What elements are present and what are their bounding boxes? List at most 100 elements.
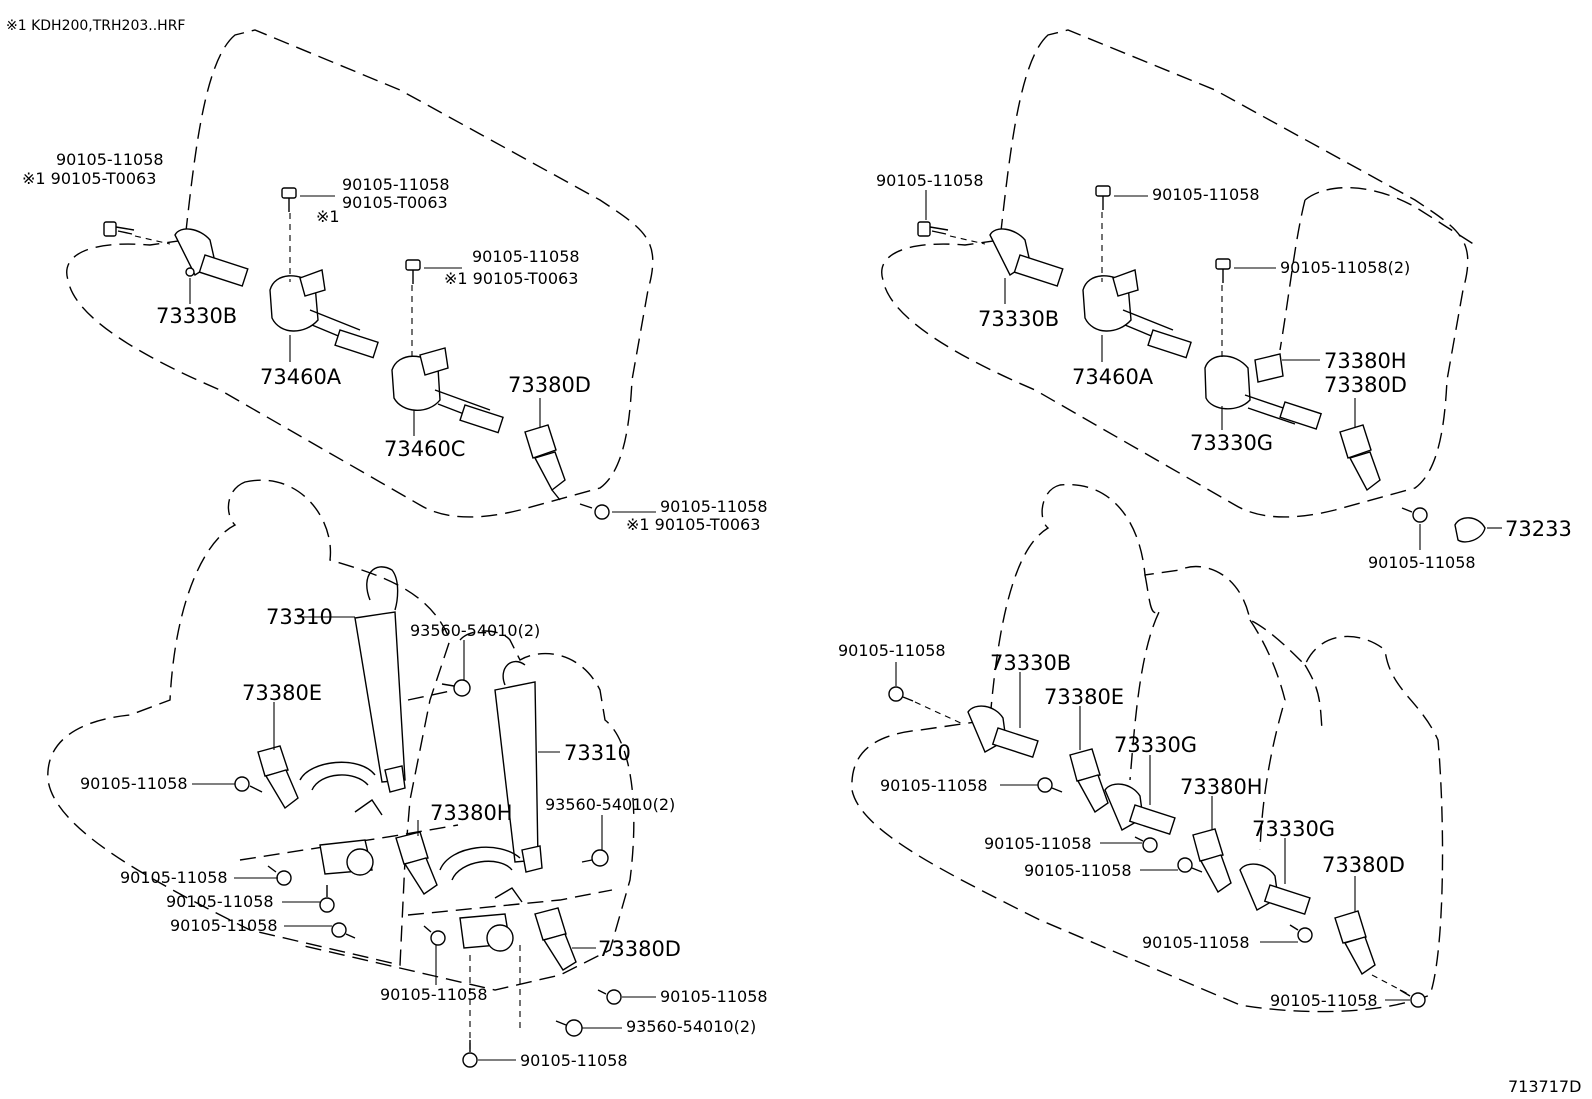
part-73380e: 73380E [242, 681, 322, 705]
bolt-icon [319, 885, 335, 913]
bolt-icon [888, 686, 914, 702]
part-r-73330g: 73330G [1190, 431, 1273, 455]
callout-bolt-c: 90105-11058 [166, 892, 274, 911]
part-73310-right: 73310 [564, 741, 631, 765]
right-rear-seat-group: 90105-11058 90105-11058 90105-11058(2) 9… [876, 29, 1572, 572]
bolt-icon [1134, 836, 1158, 853]
callout-bolt-right-b: ※1 90105-T0063 [444, 269, 578, 288]
buckle-73330g-mid2-icon [1239, 863, 1311, 916]
footer-code: 713717D [1508, 1077, 1581, 1096]
part-73310-left: 73310 [266, 605, 333, 629]
callout-bolt-center-b: 90105-T0063 [342, 193, 448, 212]
seat-belt-73310-left-icon [299, 566, 406, 876]
callout-m-bolt-d: 90105-11058 [1024, 861, 1132, 880]
part-73330b: 73330B [156, 304, 237, 328]
part-r-73233: 73233 [1505, 517, 1572, 541]
bolt-icon [441, 679, 471, 697]
callout-bolt-g: 90105-11058 [520, 1051, 628, 1070]
callout-r-bolt-b: 90105-11058 [1152, 185, 1260, 204]
callout-bolt-d: 90105-11058 [170, 916, 278, 935]
cover-73233-icon [1454, 517, 1486, 543]
part-73380d: 73380D [508, 373, 591, 397]
retractor-73330g-right-icon [1204, 353, 1323, 430]
bolt-icon [405, 259, 421, 284]
part-m-73380d: 73380D [1322, 853, 1405, 877]
part-73460c: 73460C [384, 437, 465, 461]
callout-m-bolt-c: 90105-11058 [984, 834, 1092, 853]
buckle-73380d-front-icon [534, 907, 577, 971]
callout-bolt-outer-a: 90105-11058 [56, 150, 164, 169]
bolt-icon [1177, 857, 1203, 873]
bolt-icon [423, 925, 446, 946]
callout-r-bolt-c: 90105-11058(2) [1280, 258, 1410, 277]
bolt-icon [1215, 258, 1231, 283]
callout-m-bolt-b: 90105-11058 [880, 776, 988, 795]
buckle-73380d-icon [524, 424, 566, 501]
part-73460a: 73460A [260, 365, 342, 389]
part-r-73380d: 73380D [1324, 373, 1407, 397]
bolt-icon [1095, 185, 1111, 210]
callout-m-bolt-f: 90105-11058 [1270, 991, 1378, 1010]
callout-clip-top: 93560-54010(2) [410, 621, 540, 640]
right-middle-seat-group: 73330B 73380E 73330G 73380H 73330G 73380… [838, 483, 1444, 1013]
callout-r-bolt-d: 90105-11058 [1368, 553, 1476, 572]
bolt-icon [331, 922, 356, 939]
buckle-73380e-mid-icon [1069, 748, 1109, 814]
bolt-icon [579, 503, 610, 520]
part-73380h: 73380H [430, 801, 513, 825]
bolt-icon [1399, 989, 1426, 1008]
callout-bolt-a: 90105-11058 [80, 774, 188, 793]
callout-bolt-e: 90105-11058 [380, 985, 488, 1004]
callout-m-bolt-e: 90105-11058 [1142, 933, 1250, 952]
buckle-73330b-mid-icon [967, 705, 1039, 759]
buckle-73380e-icon [257, 745, 299, 810]
callout-bolt-center-a: 90105-11058 [342, 175, 450, 194]
part-m-73330b: 73330B [990, 651, 1071, 675]
callout-clip-bottom: 93560-54010(2) [626, 1017, 756, 1036]
callout-m-bolt-a: 90105-11058 [838, 641, 946, 660]
retractor-73460a-icon [269, 269, 379, 359]
bolt-icon [267, 865, 292, 886]
bolt-icon [597, 989, 622, 1005]
retractor-73460a-right-icon [1082, 269, 1192, 359]
callout-bolt-b: 90105-11058 [120, 868, 228, 887]
buckle-73380d-mid-icon [1334, 910, 1376, 976]
callout-r-bolt-a: 90105-11058 [876, 171, 984, 190]
bolt-icon [281, 187, 297, 212]
part-r-73460a: 73460A [1072, 365, 1154, 389]
bolt-icon [917, 221, 949, 237]
part-r-73380h: 73380H [1324, 349, 1407, 373]
part-m-73330g: 73330G [1114, 733, 1197, 757]
callout-clip-right: 93560-54010(2) [545, 795, 675, 814]
left-rear-seat-group: 90105-11058 ※1 90105-T0063 90105-11058 9… [22, 29, 768, 534]
header-note: ※1 KDH200,TRH203..HRF [6, 18, 185, 34]
right-middle-seat-outline [851, 483, 1444, 1013]
seat-belt-73310-right-icon [439, 660, 543, 952]
buckle-73330b-right-icon [989, 228, 1064, 287]
bolt-icon [1401, 507, 1428, 523]
part-m-73380h: 73380H [1180, 775, 1263, 799]
buckle-73330g-mid-icon [1104, 783, 1176, 836]
bolt-icon [234, 776, 263, 793]
buckle-73380h-icon [395, 831, 438, 895]
callout-bolt-lower-a: 90105-11058 [660, 497, 768, 516]
part-r-73330b: 73330B [978, 307, 1059, 331]
bolt-icon [555, 1019, 583, 1037]
buckle-73330b-icon [174, 228, 249, 287]
retractor-73460c-icon [391, 347, 504, 434]
buckle-73380h-mid-icon [1192, 828, 1232, 894]
left-front-seat-outline [47, 479, 451, 966]
bolt-icon [103, 221, 135, 237]
part-m-73330g-2: 73330G [1252, 817, 1335, 841]
bolt-icon [1289, 924, 1313, 943]
callout-bolt-right-a: 90105-11058 [472, 247, 580, 266]
bolt-icon [581, 849, 609, 867]
callout-bolt-outer-b: ※1 90105-T0063 [22, 169, 156, 188]
callout-bolt-f: 90105-11058 [660, 987, 768, 1006]
part-73380d-front: 73380D [598, 937, 681, 961]
callout-bolt-center-c: ※1 [316, 207, 340, 226]
part-m-73380e: 73380E [1044, 685, 1124, 709]
bolt-icon [1037, 777, 1063, 793]
buckle-73380d-right-icon [1339, 424, 1381, 492]
